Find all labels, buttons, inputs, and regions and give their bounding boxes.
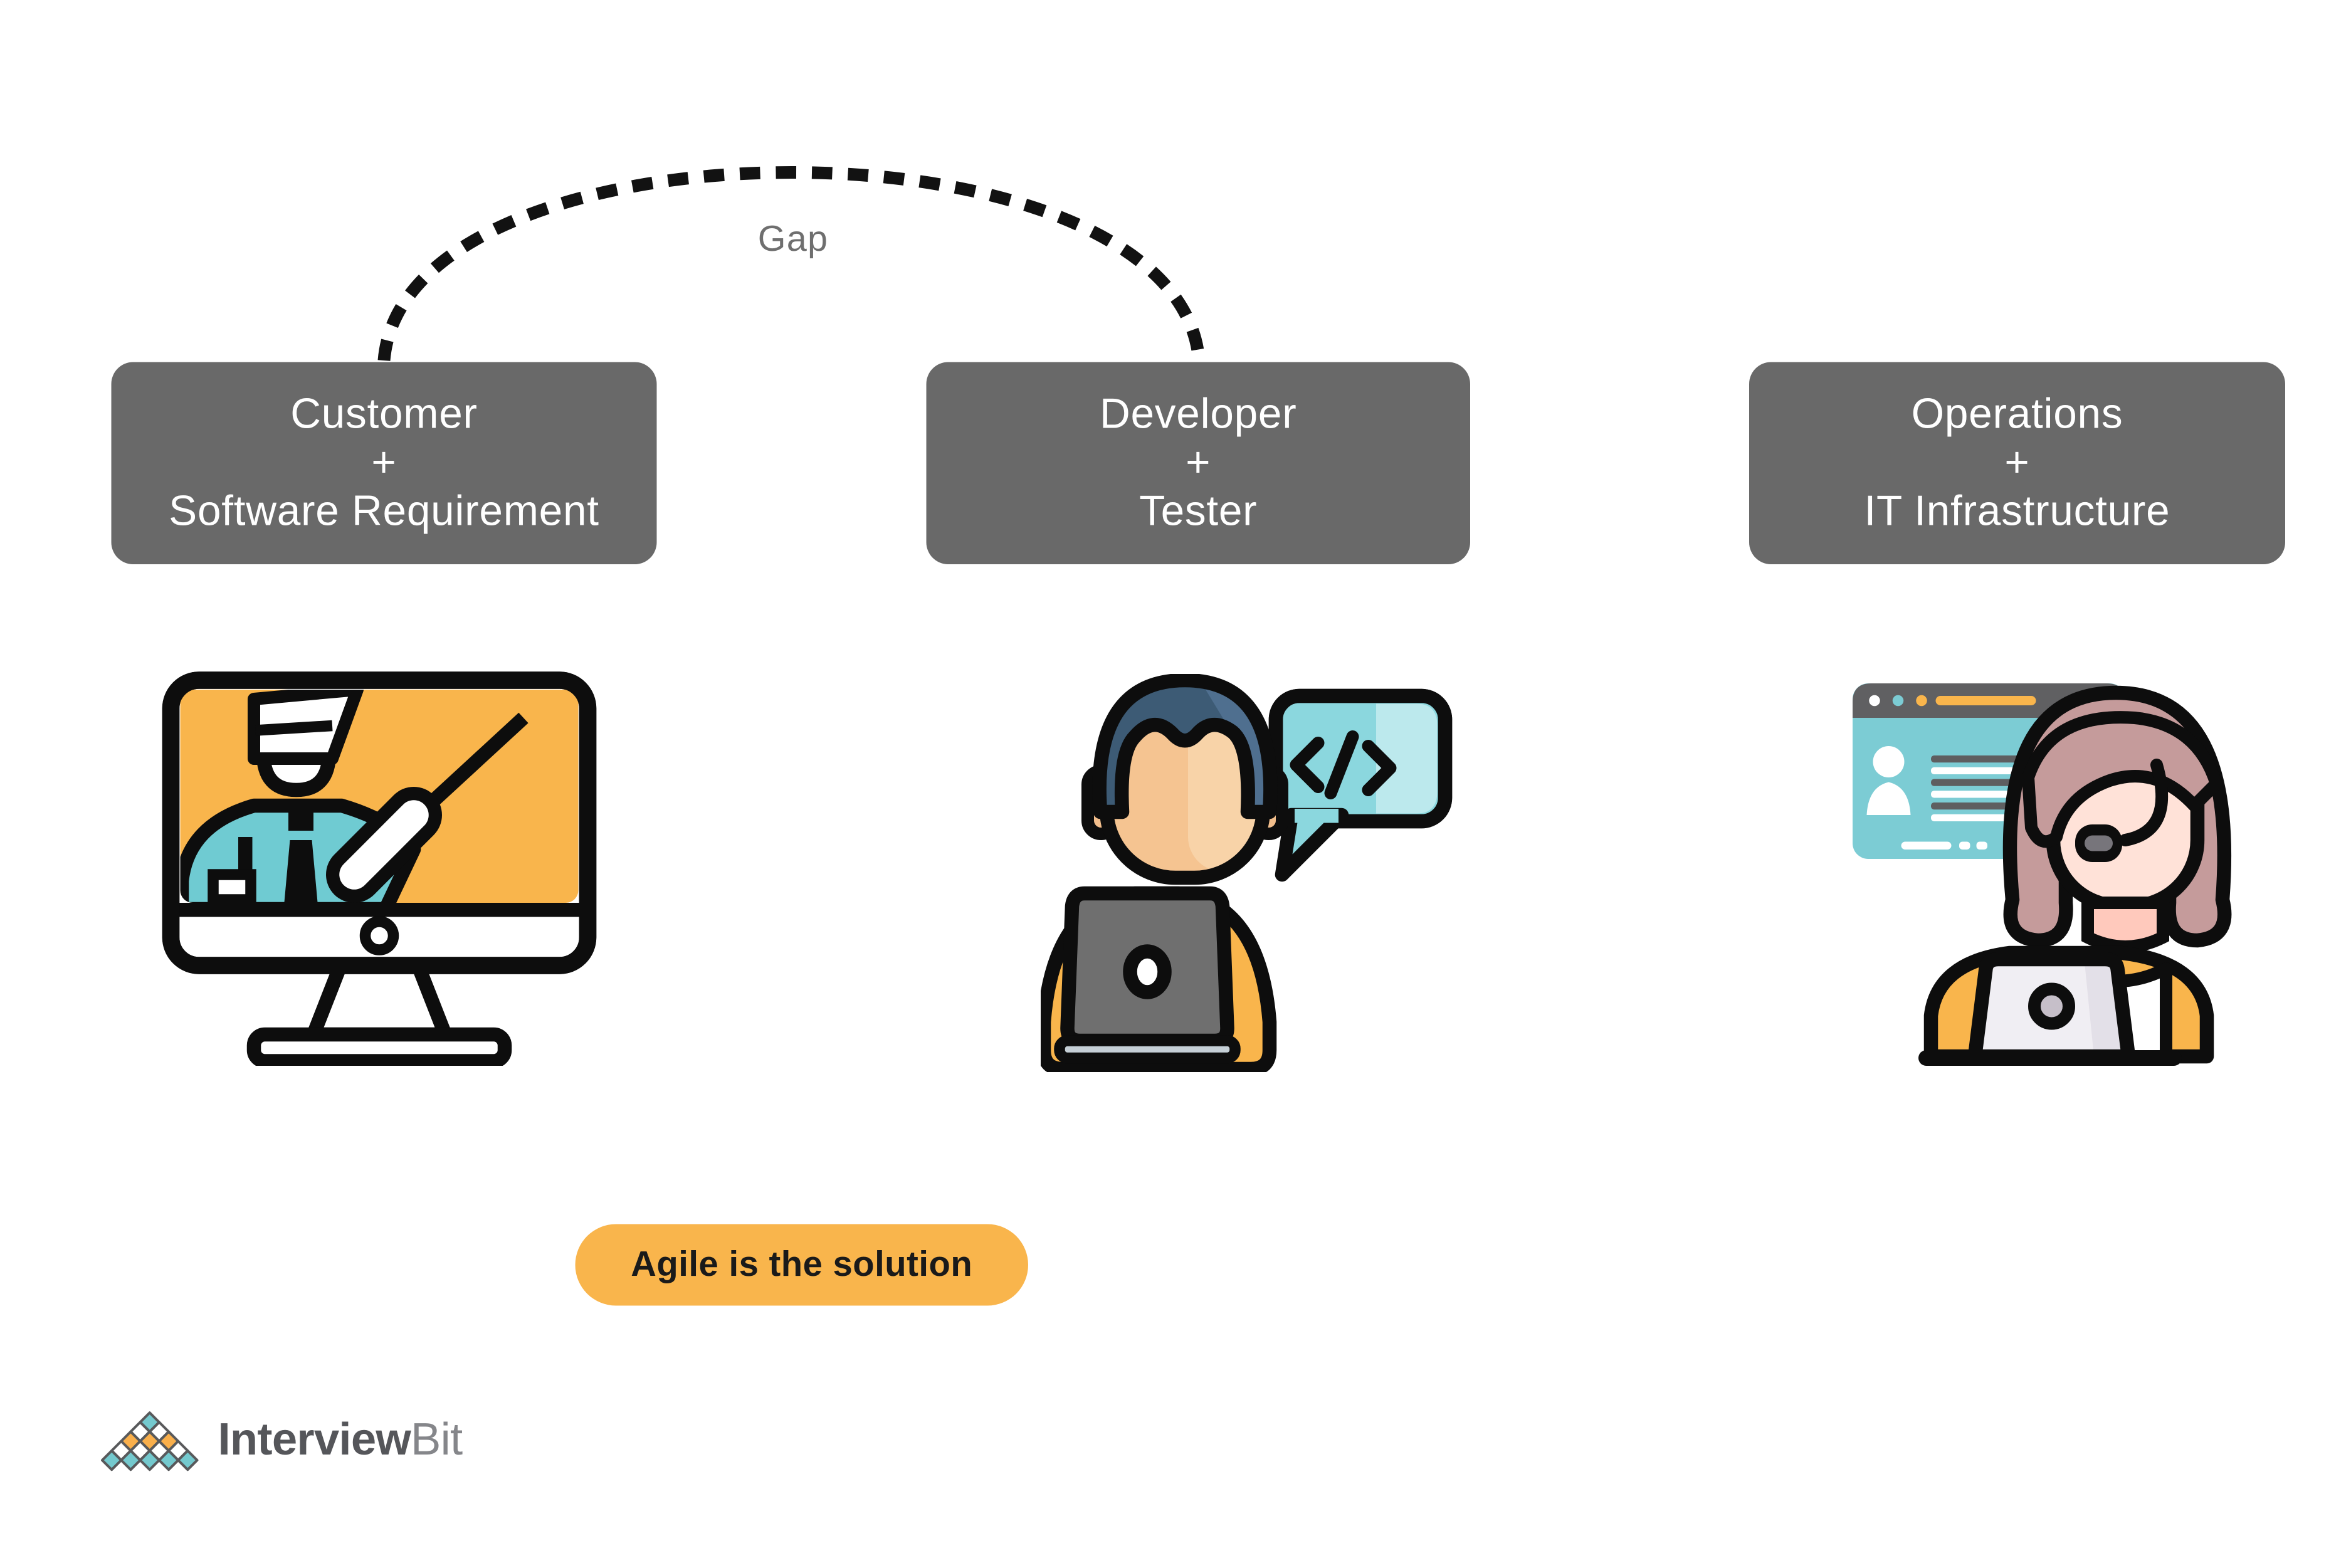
monitor-stand-icon — [246, 955, 512, 1066]
customer-figure-icon — [180, 690, 529, 903]
logo-text-interview: Interview — [218, 1415, 411, 1466]
code-speech-bubble-icon — [1268, 688, 1453, 882]
brand-logo: InterviewBit — [100, 1411, 463, 1472]
box-operations-line1: Operations — [1911, 390, 2123, 438]
box-operations: Operations + IT Infrastructure — [1749, 362, 2285, 564]
box-developer-line2: + — [1186, 439, 1211, 486]
logo-pyramid-icon — [101, 1411, 199, 1471]
gap-label: Gap — [757, 218, 829, 259]
box-operations-line2: + — [2004, 439, 2030, 486]
solution-badge-label: Agile is the solution — [631, 1244, 973, 1284]
box-customer-line3: Software Requirement — [169, 487, 599, 535]
operations-woman-icon — [1918, 685, 2232, 1066]
box-customer-line2: + — [371, 439, 397, 486]
developer-laptop-icon — [1041, 674, 1453, 1072]
box-developer: Developer + Tester — [926, 362, 1470, 564]
box-operations-line3: IT Infrastructure — [1864, 487, 2170, 535]
logo-text-bit: Bit — [411, 1415, 463, 1466]
operations-support-icon — [1853, 683, 2232, 1066]
box-developer-line1: Developer — [1100, 390, 1297, 438]
monitor-button — [359, 916, 399, 955]
ops-laptop-icon — [1967, 952, 2136, 1064]
developer-head-icon — [1081, 674, 1288, 885]
desk-line — [1918, 1050, 2182, 1066]
headset-mic-icon — [2075, 759, 2169, 862]
solution-badge: Agile is the solution — [575, 1224, 1028, 1306]
box-developer-line3: Tester — [1139, 487, 1258, 535]
customer-monitor-icon — [162, 671, 597, 1066]
logo-wordmark: InterviewBit — [218, 1416, 463, 1468]
developer-laptop — [1054, 886, 1241, 1064]
box-customer: Customer + Software Requirement — [111, 362, 657, 564]
box-customer-line1: Customer — [290, 390, 478, 438]
